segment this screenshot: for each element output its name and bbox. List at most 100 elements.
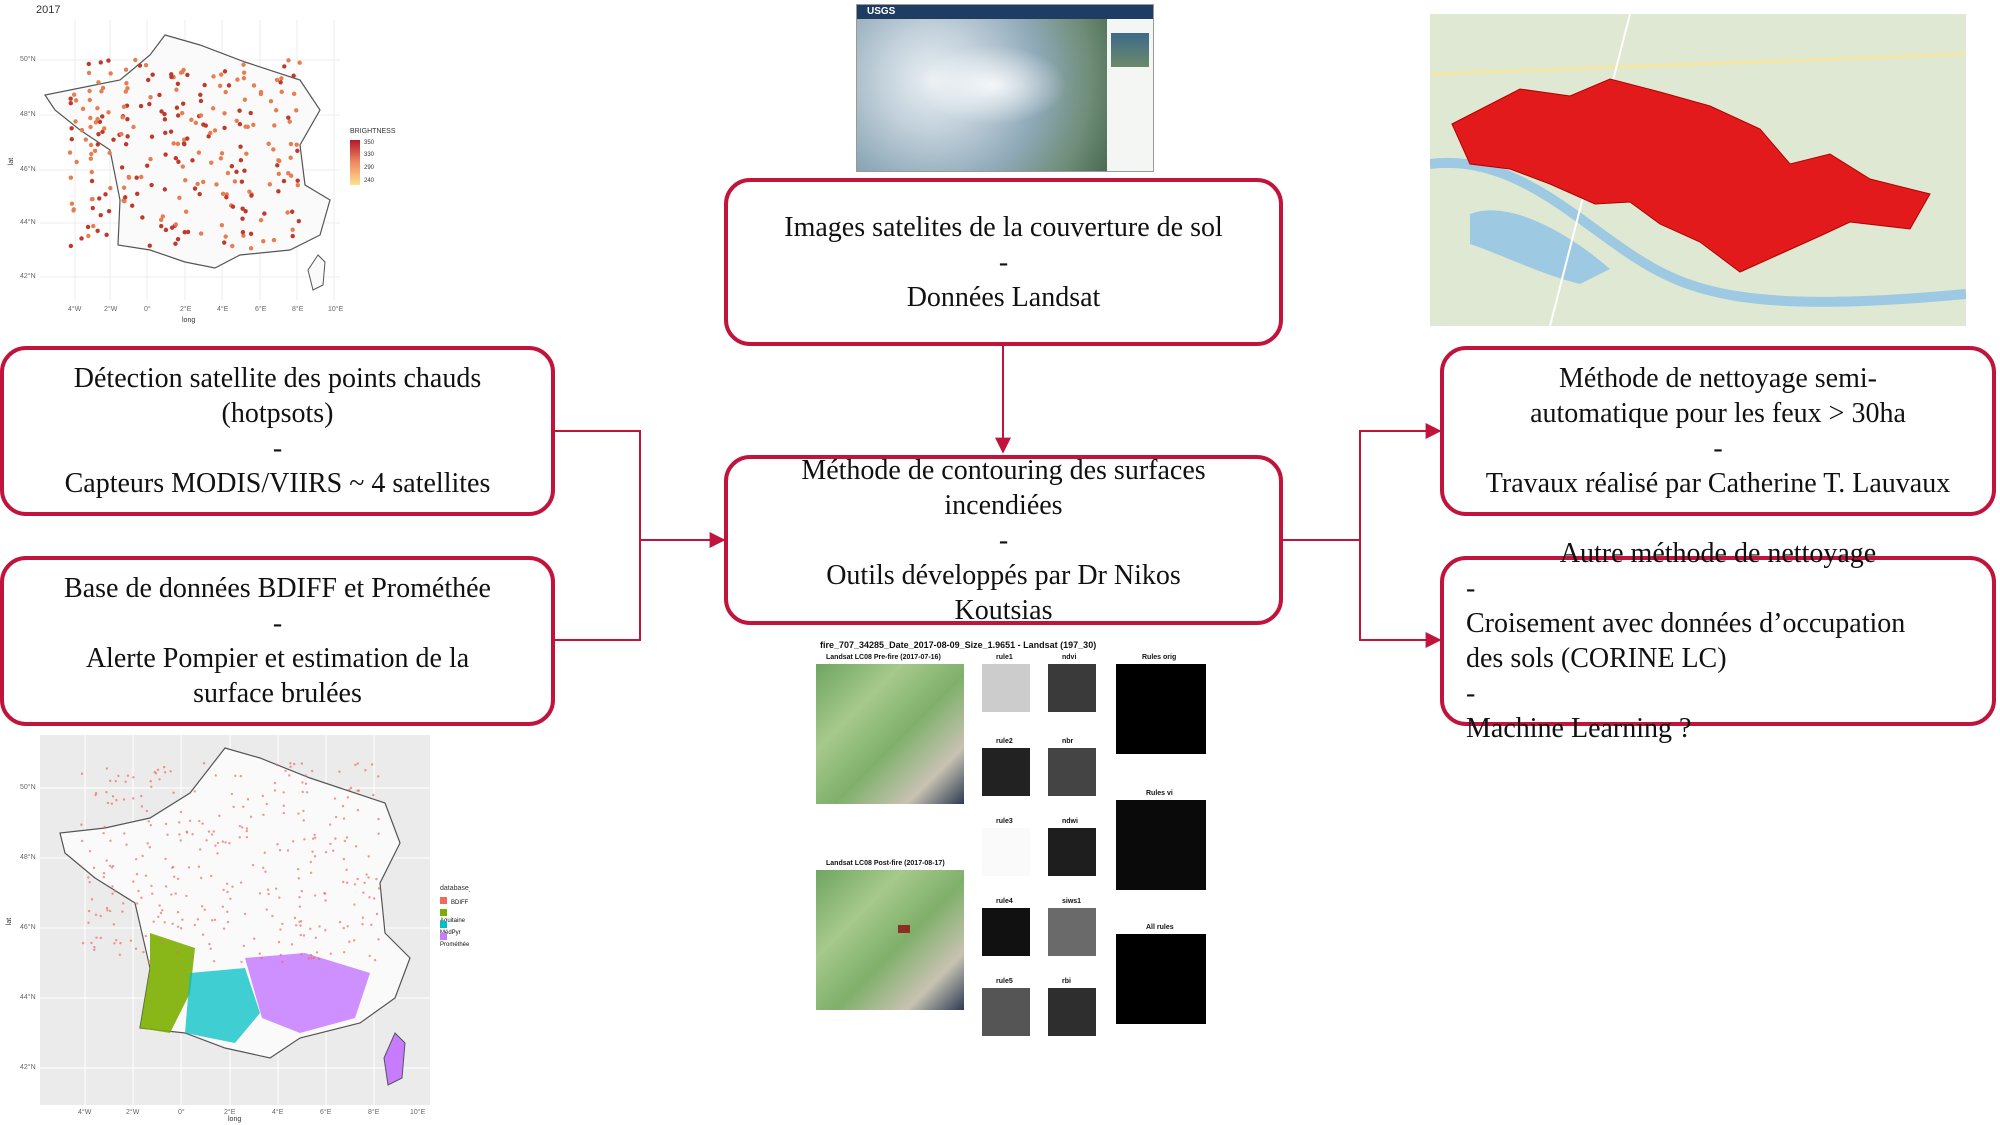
x-tick: 4°E (217, 306, 229, 313)
hotspot-dot (133, 57, 138, 63)
bdiff-dot (293, 916, 297, 920)
hotspot-dot (162, 117, 168, 122)
rule-image (982, 748, 1030, 796)
box-bdiff: Base de données BDIFF et Prométhée - Ale… (0, 556, 555, 726)
bdiff-dot (261, 794, 265, 798)
bdiff-dot (171, 866, 174, 869)
hotspot-dot (135, 191, 140, 197)
usgs-side-panel (1107, 19, 1153, 171)
bdiff-dot (273, 789, 277, 792)
hotspot-dot (251, 83, 257, 88)
summary-label: Rules vi (1146, 790, 1173, 797)
bdiff-dot (332, 849, 335, 852)
bdiff-dot (362, 891, 365, 894)
bdiff-dot (343, 839, 347, 843)
x-tick: 10°E (410, 1109, 426, 1116)
hotspot-dot (219, 72, 224, 77)
legend-swatch (440, 909, 447, 916)
hotspot-dot (180, 164, 185, 169)
hotspot-dot (106, 58, 111, 63)
fire-analysis-panel: fire_707_34285_Date_2017-08-09_Size_1.96… (802, 640, 1222, 1050)
list-item-text: Machine Learning ? (1466, 713, 1692, 744)
hotspot-dot (190, 158, 195, 163)
bdiff-dot (114, 779, 117, 783)
bdiff-dot (324, 899, 327, 902)
bdiff-dot (112, 923, 116, 926)
hotspot-dot (95, 228, 100, 234)
bdiff-dot (123, 832, 126, 835)
bdiff-dot (238, 824, 242, 828)
hotspot-dot (69, 201, 75, 206)
bdiff-dot (108, 864, 112, 867)
hotspot-dot (162, 111, 167, 117)
database-map: database_origin BDIFF Aquitaine MédPyr P… (0, 733, 470, 1125)
hotspot-dot (223, 89, 228, 95)
bdiff-dot (251, 863, 255, 867)
bdiff-dot (150, 785, 153, 789)
bdiff-dot (299, 924, 302, 927)
hotspot-dot (175, 113, 181, 118)
hotspot-dot (248, 231, 254, 237)
bdiff-dot (297, 877, 301, 880)
y-tick: 44°N (20, 219, 36, 226)
hotspot-dot (68, 175, 74, 180)
hotspot-dot (108, 71, 113, 76)
hotspot-dot (237, 121, 243, 127)
box-hotspots-line-3: - (272, 433, 283, 464)
bdiff-dot (134, 947, 138, 951)
bdiff-dot (230, 792, 234, 796)
hotspot-dot (95, 105, 100, 111)
hotspot-dot (129, 203, 135, 208)
bdiff-dot (342, 817, 346, 820)
bdiff-dot (193, 923, 197, 927)
hotspot-dot (93, 120, 99, 125)
hotspot-dot (198, 231, 204, 236)
bdiff-dot (315, 951, 319, 954)
pre-fire-image (816, 664, 964, 804)
burn-scar (898, 925, 910, 933)
legend-item: Aquitaine (440, 909, 470, 924)
bdiff-dot (304, 774, 307, 777)
bdiff-dot (252, 937, 256, 940)
x-tick: 4°W (78, 1109, 92, 1116)
hotspot-dot (294, 142, 299, 147)
hotspot-dot (241, 70, 247, 75)
bdiff-dot (289, 765, 292, 769)
bdiff-dot (111, 864, 115, 868)
hotspot-dot (103, 192, 108, 197)
hotspot-dot (251, 122, 256, 128)
bdiff-dot (106, 801, 110, 805)
bdiff-dot (302, 819, 305, 822)
bdiff-dot (356, 762, 360, 765)
bdiff-dot (109, 839, 112, 842)
bdiff-dot (161, 909, 164, 912)
bdiff-dot (102, 831, 105, 835)
box-contouring: Méthode de contouring des surfaces incen… (724, 455, 1283, 626)
box-contouring-line-3: - (998, 524, 1009, 556)
box-landsat-line-2: - (998, 246, 1009, 278)
bdiff-dot (356, 789, 359, 792)
bdiff-dot (95, 936, 98, 939)
hotspot-dot (73, 119, 78, 124)
list-item: -Croisement avec données d’occupation de… (1458, 571, 1978, 676)
hotspot-dot (67, 150, 73, 155)
hotspot-dot (99, 89, 104, 94)
bdiff-dot (324, 929, 327, 932)
bdiff-dots (80, 761, 381, 964)
hotspot-dot (119, 165, 125, 170)
summary-image (1116, 934, 1206, 1024)
bdiff-dot (239, 881, 243, 884)
bdiff-dot (131, 797, 135, 800)
bdiff-dot (356, 877, 359, 881)
bdiff-dot (266, 888, 270, 891)
bdiff-dot (246, 798, 250, 801)
pre-fire-label: Landsat LC08 Pre-fire (2017-07-16) (826, 654, 941, 661)
hotspot-dot (189, 117, 194, 123)
bdiff-dot (179, 927, 183, 930)
bdiff-dot (149, 823, 153, 827)
bdiff-dot (144, 934, 148, 938)
bdiff-dot (153, 770, 156, 774)
bdiff-dot (94, 792, 98, 795)
hotspot-dot (160, 214, 166, 219)
hotspot-dot (179, 110, 185, 116)
